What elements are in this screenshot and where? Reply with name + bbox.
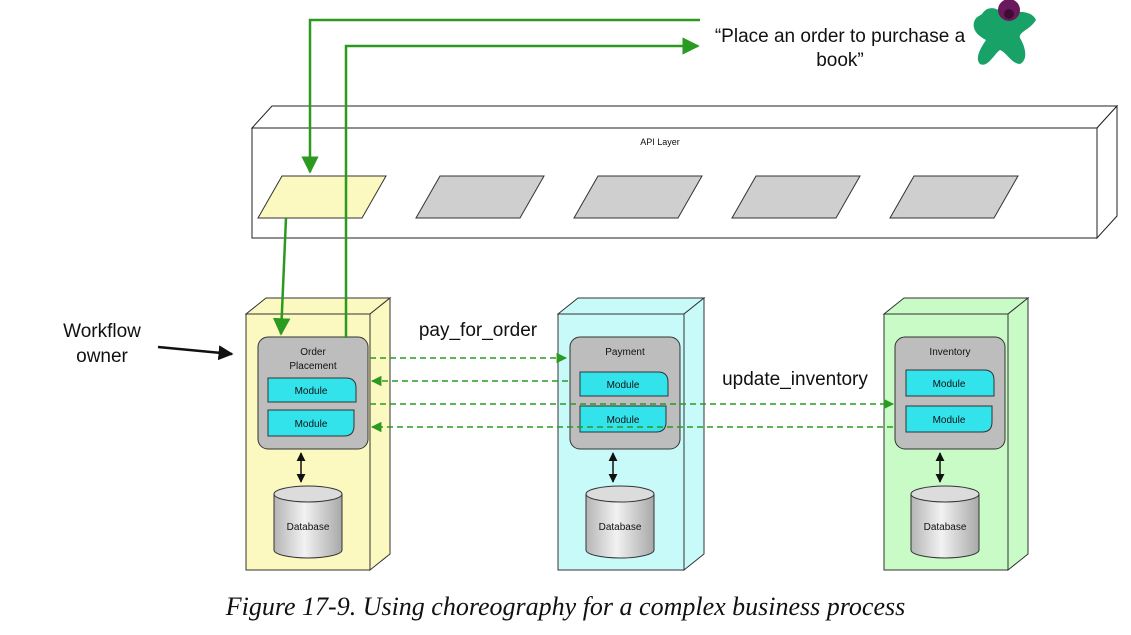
database-label: Database (599, 522, 642, 533)
response-arrow (344, 37, 700, 338)
api-endpoint-5 (889, 175, 1019, 219)
service-order-placement: Order Placement Module Module Database (244, 296, 392, 572)
figure-caption: Figure 17-9. Using choreography for a co… (225, 592, 906, 621)
api-endpoint-2 (415, 175, 545, 219)
service-inventory: Inventory Module Module Database (882, 296, 1030, 572)
module-label: Module (933, 415, 966, 426)
database-cylinder (910, 485, 980, 559)
database-cylinder (585, 485, 655, 559)
module-label: Module (933, 379, 966, 390)
module-box (905, 405, 993, 433)
database-label: Database (287, 522, 330, 533)
service-name-line-1: Payment (605, 347, 645, 358)
module-box (267, 409, 355, 437)
database-cylinder (273, 485, 343, 559)
workflow-owner-line-1: Workflow (63, 321, 141, 342)
choreography-diagram: “Place an order to purchase a book” API … (63, 0, 1119, 572)
prompt-line-1: “Place an order to purchase a (715, 26, 966, 47)
api-endpoint-place-order (257, 175, 387, 219)
service-payment: Payment Module Module Database (556, 296, 706, 572)
module-label: Module (295, 386, 328, 397)
module-label: Module (607, 380, 640, 391)
service-name-line-2: Placement (289, 361, 336, 372)
api-endpoint-4 (731, 175, 861, 219)
module-box (905, 369, 995, 397)
request-arrow (301, 18, 700, 174)
update-inventory-label: update_inventory (722, 369, 868, 390)
module-box (267, 377, 357, 403)
api-layer-label: API Layer (640, 137, 680, 147)
user-icon (973, 0, 1036, 65)
service-name-line-1: Inventory (929, 347, 970, 358)
service-name-line-1: Order (300, 347, 326, 358)
pay-for-order-label: pay_for_order (419, 320, 538, 341)
api-to-service-arrow (272, 217, 291, 336)
module-box (579, 371, 669, 397)
prompt-line-2: book” (816, 50, 864, 71)
workflow-owner-arrow (157, 345, 234, 361)
module-label: Module (607, 415, 640, 426)
workflow-owner-line-2: owner (76, 346, 128, 367)
database-label: Database (924, 522, 967, 533)
api-endpoint-3 (573, 175, 703, 219)
module-label: Module (295, 419, 328, 430)
module-box (579, 405, 667, 433)
